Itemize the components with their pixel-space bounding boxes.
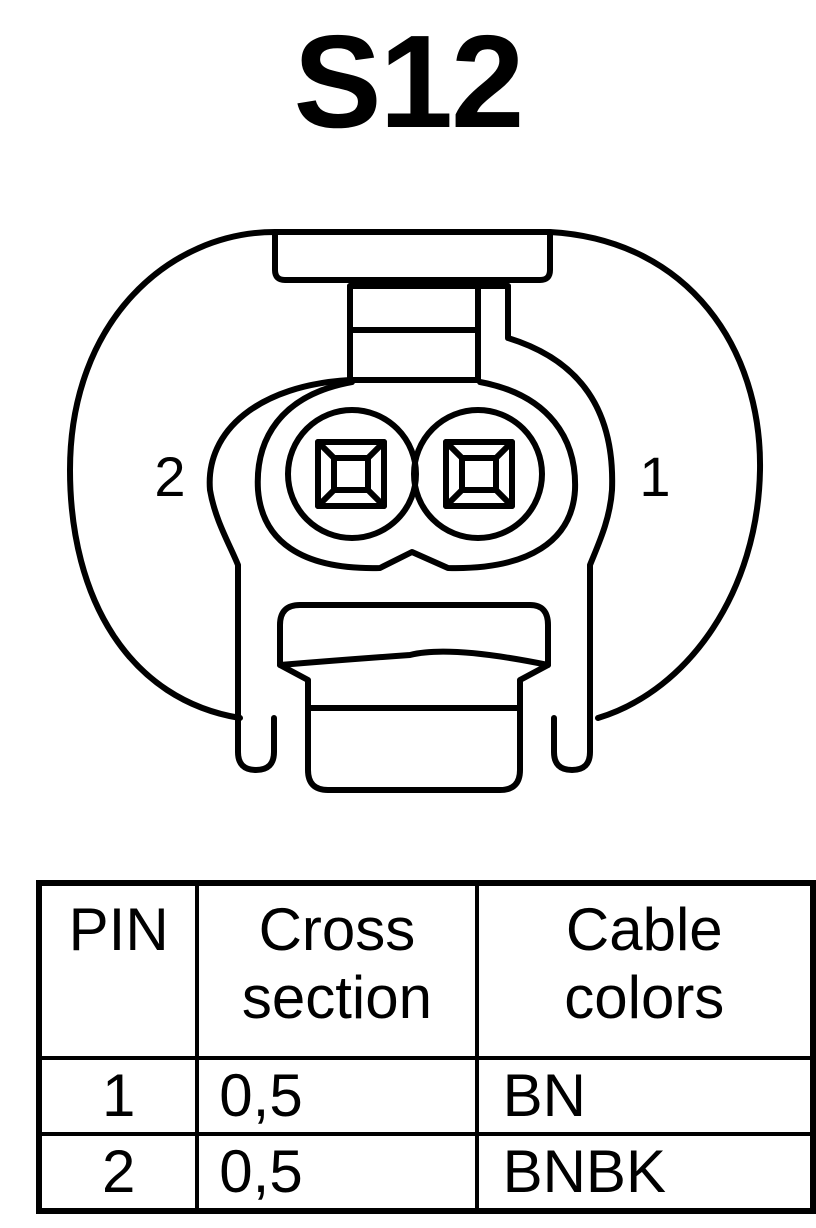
terminal-1-contact (443, 439, 515, 509)
outer-housing (67, 229, 764, 721)
cell-cross-section: 0,5 (195, 1056, 479, 1136)
cell-cable-color: BN (474, 1056, 816, 1136)
pin-label-2: 2 (154, 445, 185, 508)
table-row: 2 0,5 BNBK (36, 1132, 816, 1213)
connector-face-diagram: 2 1 (67, 229, 764, 793)
header-pin: PIN (36, 881, 200, 1060)
table-row: 1 0,5 BN (36, 1056, 816, 1136)
cell-pin: 1 (36, 1056, 200, 1136)
terminal-2-ring (285, 407, 419, 541)
header-cross-section: Cross section (195, 881, 479, 1060)
upper-key (347, 283, 511, 383)
pin-cavity (254, 379, 579, 572)
table-header-row: PIN Cross section Cable colors (36, 881, 816, 1060)
connector-title: S12 (293, 8, 525, 155)
inner-body (206, 283, 353, 773)
cell-pin: 2 (36, 1132, 200, 1213)
pin-label-1: 1 (639, 445, 670, 508)
header-cable-colors: Cable colors (474, 881, 816, 1060)
pin-assignment-table: PIN Cross section Cable colors 1 0,5 BN … (36, 880, 816, 1214)
inner-body-right (505, 283, 616, 773)
cell-cross-section: 0,5 (195, 1132, 479, 1213)
top-latch-tab (272, 229, 553, 283)
cell-cable-color: BNBK (474, 1132, 816, 1213)
terminal-1-ring (411, 407, 545, 541)
terminal-2-contact (315, 439, 387, 509)
lower-key (277, 662, 551, 793)
lower-lock-tongue (277, 602, 551, 668)
